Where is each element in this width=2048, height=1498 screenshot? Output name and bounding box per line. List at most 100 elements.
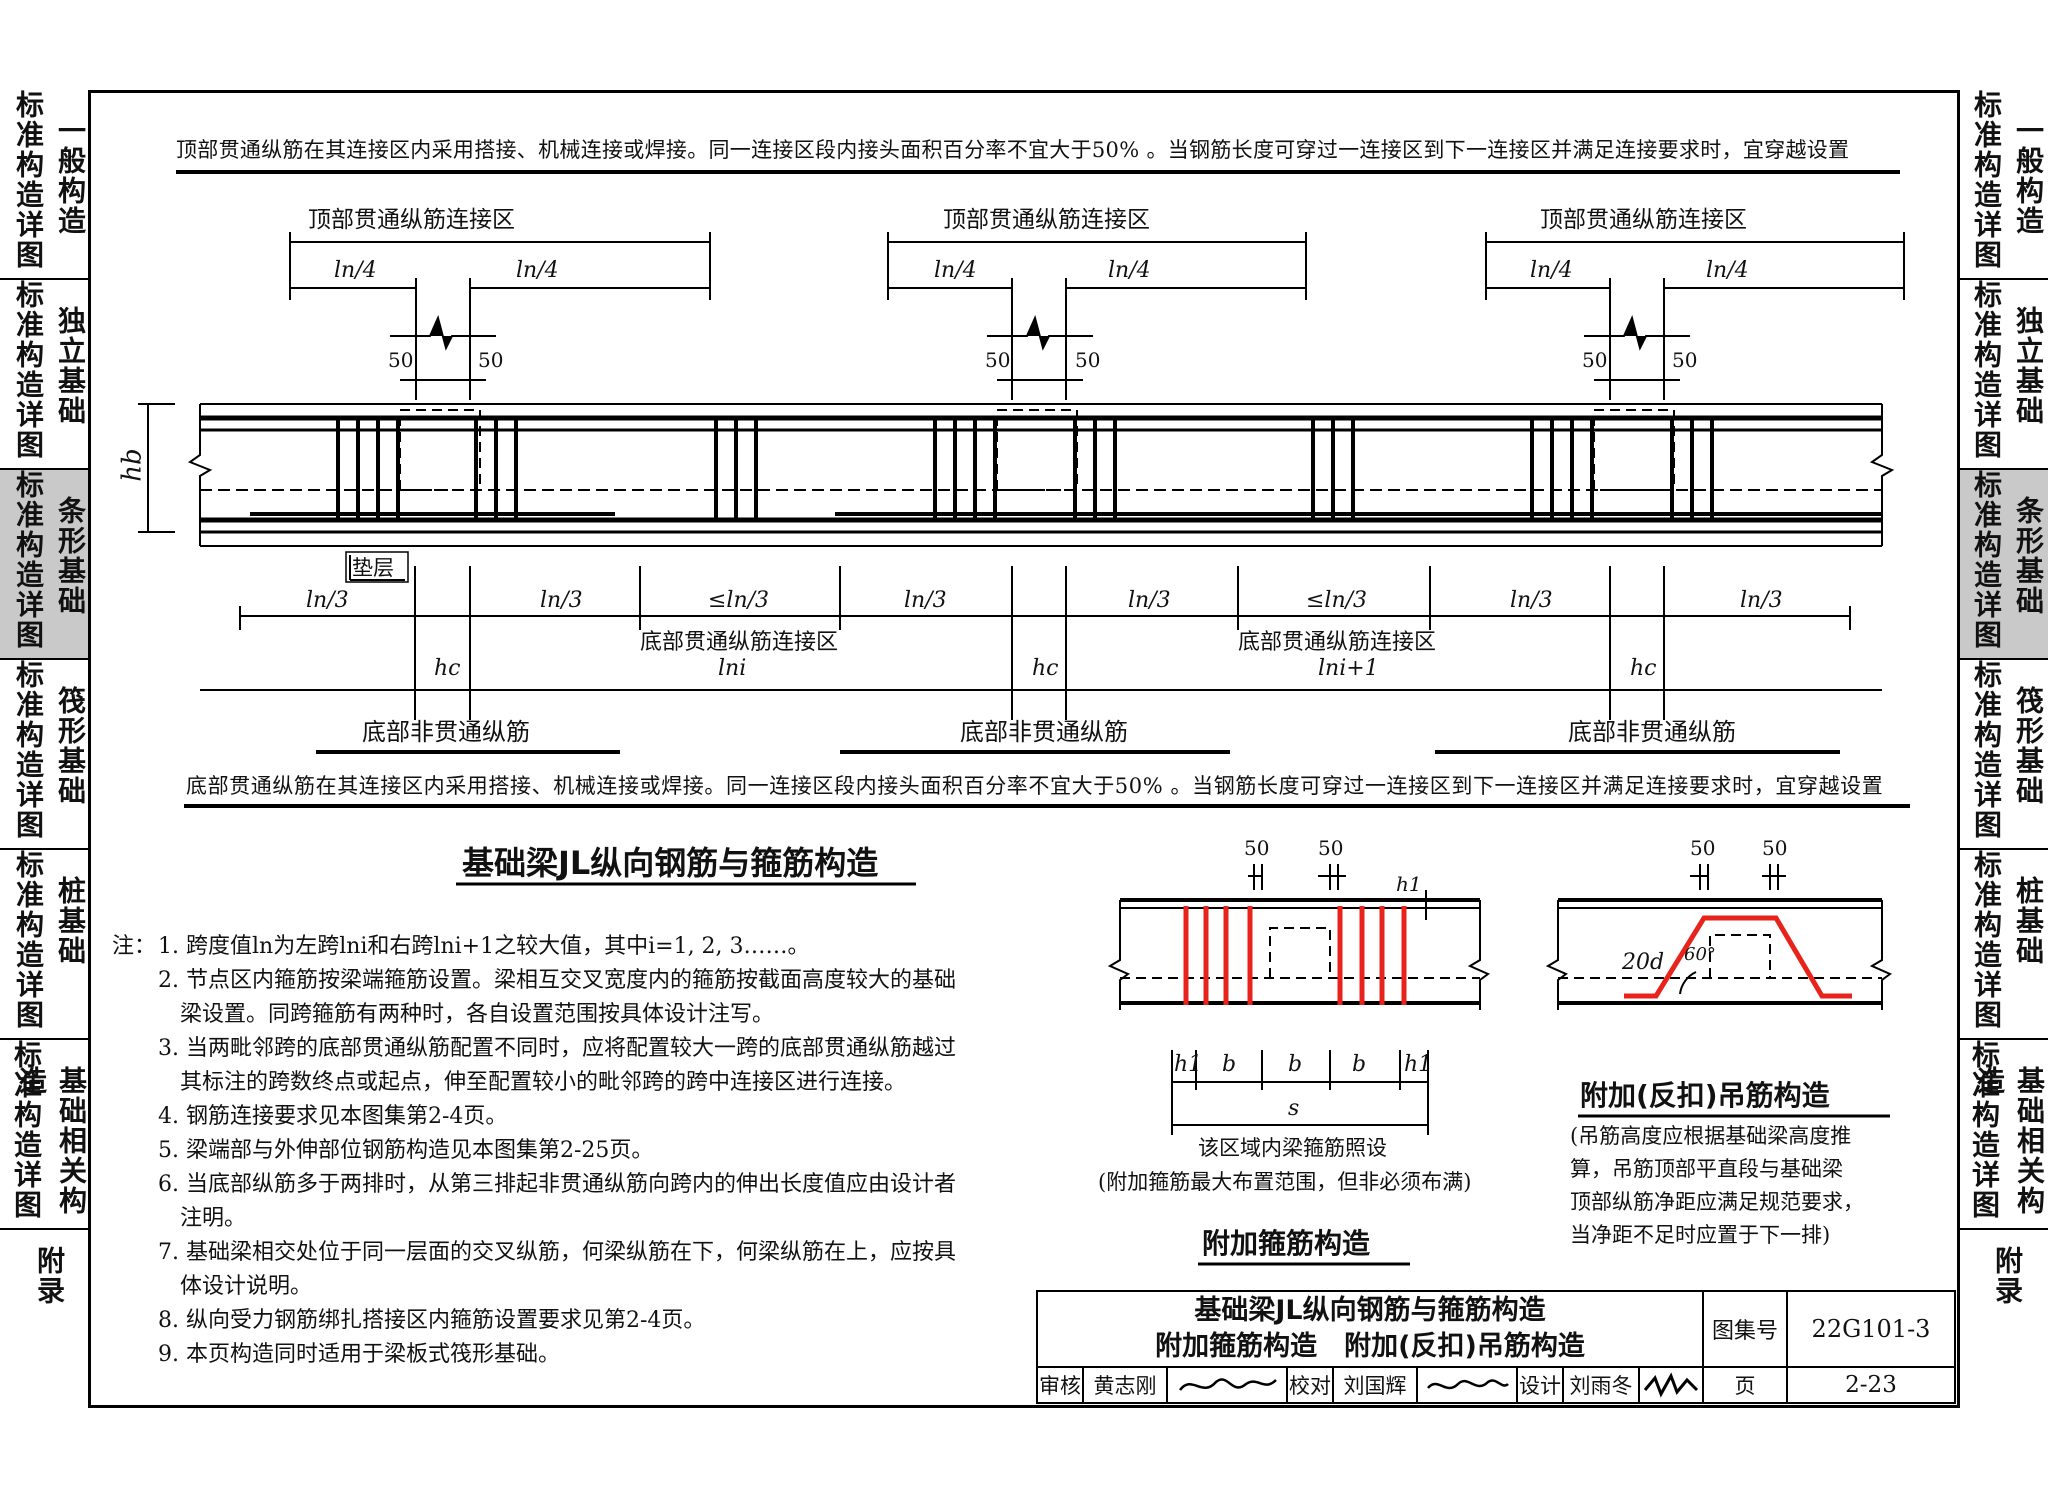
stirrup-caption-1: 该区域内梁箍筋照设	[1198, 1136, 1387, 1160]
quarter-1: ln/4	[334, 258, 377, 283]
top-zone-label-2: 顶部贯通纵筋连接区	[943, 207, 1150, 233]
hc-3: hc	[1630, 656, 1657, 681]
tab-raft-foundation-right[interactable]: 标准构造详图筏形基础	[1958, 660, 2048, 850]
title-line-1: 基础梁JL纵向钢筋与箍筋构造	[1194, 1295, 1546, 1326]
page-number: 2-23	[1845, 1372, 1897, 1398]
note-1: 1. 跨度值ln为左跨lni和右跨lni+1之较大值，其中i=1, 2, 3………	[158, 934, 810, 959]
note-9: 9. 本页构造同时适用于梁板式筏形基础。	[158, 1342, 560, 1367]
top-zone-label-3: 顶部贯通纵筋连接区	[1540, 207, 1747, 233]
stirrup-h1-top: h1	[1396, 872, 1422, 896]
dim-50-e: 50	[1582, 348, 1608, 372]
bottom-nonthrough-2: 底部非贯通纵筋	[960, 718, 1128, 746]
hanger-dim-50-a: 50	[1690, 836, 1716, 860]
stirrup-caption-2: (附加箍筋最大布置范围，但非必须布满)	[1098, 1170, 1472, 1194]
hanger-20d: 20d	[1622, 950, 1665, 975]
tab-strip-footing[interactable]: 标准构造详图条形基础	[0, 470, 90, 660]
note-6: 6. 当底部纵筋多于两排时，从第三排起非贯通纵筋向跨内的伸出长度值应由设计者	[158, 1172, 956, 1197]
drawing-frame	[88, 90, 1960, 1408]
right-side-tabs: 标准构造详图一般构造 标准构造详图独立基础 标准构造详图条形基础 标准构造详图筏…	[1958, 90, 2048, 1330]
note-2: 2. 节点区内箍筋按梁端箍筋设置。梁相互交叉宽度内的箍筋按截面高度较大的基础	[158, 968, 956, 993]
note-7: 7. 基础梁相交处位于同一层面的交叉纵筋，何梁纵筋在下，何梁纵筋在上，应按具	[158, 1240, 956, 1265]
review-label: 审核	[1038, 1368, 1084, 1402]
le-third-1: ≤ln/3	[708, 588, 770, 613]
notes-prefix: 注：	[112, 934, 157, 959]
left-side-tabs: 标准构造详图一般构造 标准构造详图独立基础 标准构造详图条形基础 标准构造详图筏…	[0, 90, 90, 1330]
hanger-desc-4: 当净距不足时应置于下一排)	[1570, 1223, 1831, 1247]
tab-pile-foundation[interactable]: 标准构造详图桩基础	[0, 850, 90, 1040]
tab-isolated-footing[interactable]: 标准构造详图独立基础	[0, 280, 90, 470]
title-block: 基础梁JL纵向钢筋与箍筋构造 附加箍筋构造 附加(反扣)吊筋构造 图集号 22G…	[1036, 1290, 1956, 1404]
tab-appendix-right[interactable]: 附录	[1991, 1246, 2024, 1306]
bottom-nonthrough-1: 底部非贯通纵筋	[362, 718, 530, 746]
atlas-label: 图集号	[1704, 1292, 1788, 1368]
span-i: lni	[718, 656, 747, 681]
note-7b: 体设计说明。	[180, 1274, 313, 1299]
hanger-desc-2: 算，吊筋顶部平直段与基础梁	[1570, 1157, 1843, 1181]
hc-1: hc	[434, 656, 461, 681]
stirrup-s: s	[1288, 1096, 1300, 1121]
reviewer-signature	[1168, 1368, 1288, 1402]
stirrup-h1-right: h1	[1404, 1052, 1433, 1077]
bottom-zone-label-1: 底部贯通纵筋连接区	[640, 630, 839, 655]
hanger-dim-50-b: 50	[1762, 836, 1788, 860]
title-block-title: 基础梁JL纵向钢筋与箍筋构造 附加箍筋构造 附加(反扣)吊筋构造	[1038, 1292, 1704, 1368]
designer-name: 刘雨冬	[1564, 1368, 1640, 1402]
note-4: 4. 钢筋连接要求见本图集第2-4页。	[158, 1104, 508, 1129]
title-line-2: 附加箍筋构造 附加(反扣)吊筋构造	[1155, 1331, 1585, 1362]
hanger-angle: 60°	[1684, 944, 1716, 965]
tab-raft-foundation[interactable]: 标准构造详图筏形基础	[0, 660, 90, 850]
designer-signature	[1640, 1368, 1704, 1402]
tab-general-right[interactable]: 标准构造详图一般构造	[1958, 90, 2048, 280]
stirrup-b-2: b	[1288, 1052, 1303, 1077]
hc-2: hc	[1032, 656, 1059, 681]
dim-50-f: 50	[1672, 348, 1698, 372]
bottom-zone-label-2: 底部贯通纵筋连接区	[1238, 630, 1437, 655]
quarter-5: ln/4	[1530, 258, 1573, 283]
bottom-bar-note: 底部贯通纵筋在其连接区内采用搭接、机械连接或焊接。同一连接区段内接头面积百分率不…	[186, 774, 1884, 798]
tab-foundation-related[interactable]: 标准构造详图基础相关构造	[0, 1040, 90, 1230]
stirrup-h1-left: h1	[1174, 1052, 1203, 1077]
tab-isolated-footing-right[interactable]: 标准构造详图独立基础	[1958, 280, 2048, 470]
dim-50-b: 50	[478, 348, 504, 372]
tab-appendix[interactable]: 附录	[33, 1246, 66, 1306]
top-bar-note: 顶部贯通纵筋在其连接区内采用搭接、机械连接或焊接。同一连接区段内接头面积百分率不…	[176, 138, 1850, 162]
quarter-3: ln/4	[934, 258, 977, 283]
checker-name: 刘国辉	[1334, 1368, 1418, 1402]
le-third-2: ≤ln/3	[1306, 588, 1368, 613]
atlas-number: 22G101-3	[1788, 1292, 1954, 1368]
note-8: 8. 纵向受力钢筋绑扎搭接区内箍筋设置要求见第2-4页。	[158, 1308, 706, 1333]
third-3: ln/3	[904, 588, 947, 613]
tab-foundation-related-right[interactable]: 标准构造详图基础相关构造	[1958, 1040, 2048, 1230]
main-diagram-title: 基础梁JL纵向钢筋与箍筋构造	[462, 844, 879, 882]
check-label: 校对	[1288, 1368, 1334, 1402]
hanger-desc-1: (吊筋高度应根据基础梁高度推	[1570, 1124, 1852, 1148]
tab-strip-footing-right[interactable]: 标准构造详图条形基础	[1958, 470, 2048, 660]
hb-label: hb	[117, 448, 148, 482]
note-3b: 其标注的跨数终点或起点，伸至配置较小的毗邻跨的跨中连接区进行连接。	[180, 1070, 907, 1095]
dim-50-c: 50	[985, 348, 1011, 372]
tab-general[interactable]: 标准构造详图一般构造	[0, 90, 90, 280]
stirrup-dim-50-a: 50	[1244, 836, 1270, 860]
third-1: ln/3	[306, 588, 349, 613]
stirrup-b-3: b	[1352, 1052, 1367, 1077]
dim-50-a: 50	[388, 348, 414, 372]
third-5: ln/3	[1510, 588, 1553, 613]
third-2: ln/3	[540, 588, 583, 613]
design-label: 设计	[1518, 1368, 1564, 1402]
stirrup-detail-title: 附加箍筋构造	[1202, 1227, 1371, 1260]
tab-pile-foundation-right[interactable]: 标准构造详图桩基础	[1958, 850, 2048, 1040]
page-label: 页	[1704, 1368, 1788, 1402]
third-4: ln/3	[1128, 588, 1171, 613]
span-i1: lni+1	[1318, 656, 1379, 681]
note-3: 3. 当两毗邻跨的底部贯通纵筋配置不同时，应将配置较大一跨的底部贯通纵筋越过	[158, 1036, 956, 1061]
top-zone-label-1: 顶部贯通纵筋连接区	[308, 207, 515, 233]
quarter-6: ln/4	[1706, 258, 1749, 283]
stirrup-b-1: b	[1222, 1052, 1237, 1077]
cushion-label: 垫层	[352, 556, 394, 580]
reviewer-name: 黄志刚	[1084, 1368, 1168, 1402]
note-2b: 梁设置。同跨箍筋有两种时，各自设置范围按具体设计注写。	[180, 1002, 775, 1027]
dim-50-d: 50	[1075, 348, 1101, 372]
note-6b: 注明。	[180, 1206, 247, 1231]
stirrup-dim-50-b: 50	[1318, 836, 1344, 860]
